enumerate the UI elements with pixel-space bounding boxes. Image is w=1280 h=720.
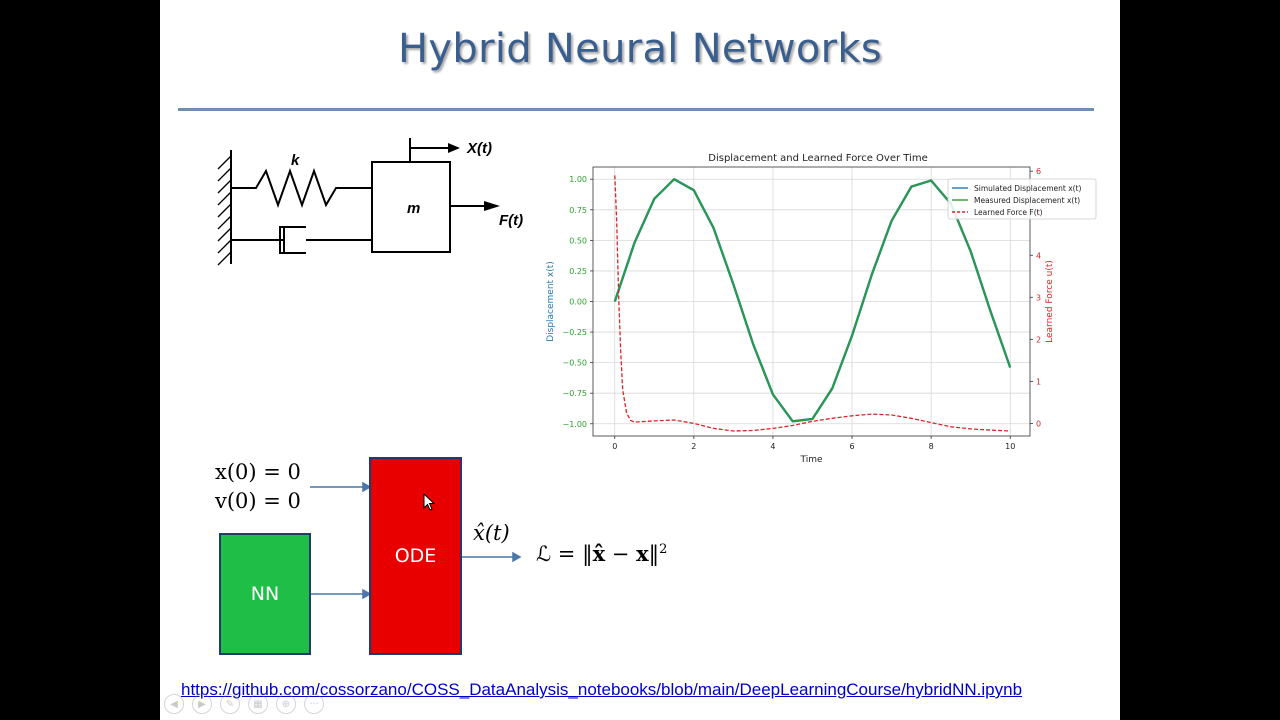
loss-exponent: 2 [659,542,668,557]
y-tick-label: 0.00 [569,298,587,307]
series-line-2 [614,178,1011,423]
wall-hatching [217,155,232,266]
loss-xhat: x̂ [592,541,606,566]
zoom-icon[interactable]: ⊕ [276,694,296,714]
chart-legend: Simulated Displacement x(t) Measured Disp… [947,178,1097,220]
slides-icon[interactable]: ▦ [248,694,268,714]
x-tick-label: 2 [691,442,696,451]
ode-block: ODE [369,457,462,655]
mouse-cursor-icon [423,493,435,511]
displacement-label: X(t) [466,140,492,157]
loss-x: x [636,541,649,566]
y2-tick-label: 3 [1036,293,1041,302]
displacement-arrow-icon [448,143,460,153]
slide-title: Hybrid Neural Networks [398,26,882,72]
mass-label: m [407,200,420,217]
mass-spring-damper-diagram: k m X(t) F(t) [217,138,523,266]
y-tick-label: 0.25 [569,267,587,276]
y2-tick-label: 2 [1036,335,1041,344]
flow-arrows [310,481,522,600]
legend-entry: Simulated Displacement x(t) [974,184,1082,193]
force-arrow-icon [484,201,500,211]
more-icon[interactable]: ··· [304,694,324,714]
y-tick-label: 1.00 [569,175,587,184]
y-tick-label: 0.75 [569,206,587,215]
y-tick-label: −0.50 [562,359,587,368]
slide: Hybrid Neural Networks [160,0,1120,720]
legend-entry: Measured Displacement x(t) [974,196,1080,205]
loss-close: ‖ [648,542,660,566]
y2-tick-label: 1 [1036,377,1041,386]
x-tick-label: 0 [612,442,617,451]
y-tick-label: −0.75 [562,389,587,398]
next-icon[interactable]: ▶ [192,694,212,714]
slideshow-toolbar: ◀ ▶ ✎ ▦ ⊕ ··· [164,694,324,714]
y2-axis-label: Learned Force u(t) [1045,260,1055,343]
legend-entry: Learned Force F(t) [974,208,1043,217]
x-tick-label: 6 [849,442,854,451]
legend-box [947,178,1097,220]
loss-lhs: ℒ = ‖ [536,542,593,566]
initial-velocity: v(0) = 0 [215,489,301,513]
displacement-force-chart: Displacement and Learned Force Over Time… [546,153,1097,465]
x-tick-label: 10 [1005,442,1015,451]
chart-series [613,175,1012,432]
y-tick-label: 0.50 [569,236,587,245]
loss-equation: ℒ = ‖x̂ − x‖2 [536,541,667,566]
force-label: F(t) [499,212,523,229]
predicted-output-label: x̂(t) [473,521,510,545]
loss-minus: − [605,542,637,566]
y2-tick-label: 4 [1036,251,1041,260]
x-axis-label: Time [799,455,822,465]
title-divider [178,108,1094,111]
chart-title: Displacement and Learned Force Over Time [708,153,927,164]
series-line-3 [614,175,1011,432]
nn-block: NN [219,533,311,655]
prev-icon[interactable]: ◀ [164,694,184,714]
plot-frame [592,166,1031,437]
y-tick-label: −1.00 [562,420,587,429]
notebook-link[interactable]: https://github.com/cossorzano/COSS_DataA… [181,680,1023,699]
y2-tick-label: 0 [1036,419,1041,428]
spring-label: k [291,152,300,169]
spring [231,167,372,209]
x-tick-label: 4 [770,442,775,451]
pen-icon[interactable]: ✎ [220,694,240,714]
x-tick-label: 8 [929,442,934,451]
y2-tick-label: 6 [1036,167,1041,176]
initial-position: x(0) = 0 [215,460,301,484]
damper [231,226,372,254]
y-tick-label: −0.25 [562,328,587,337]
y-axis-label: Displacement x(t) [546,261,556,342]
